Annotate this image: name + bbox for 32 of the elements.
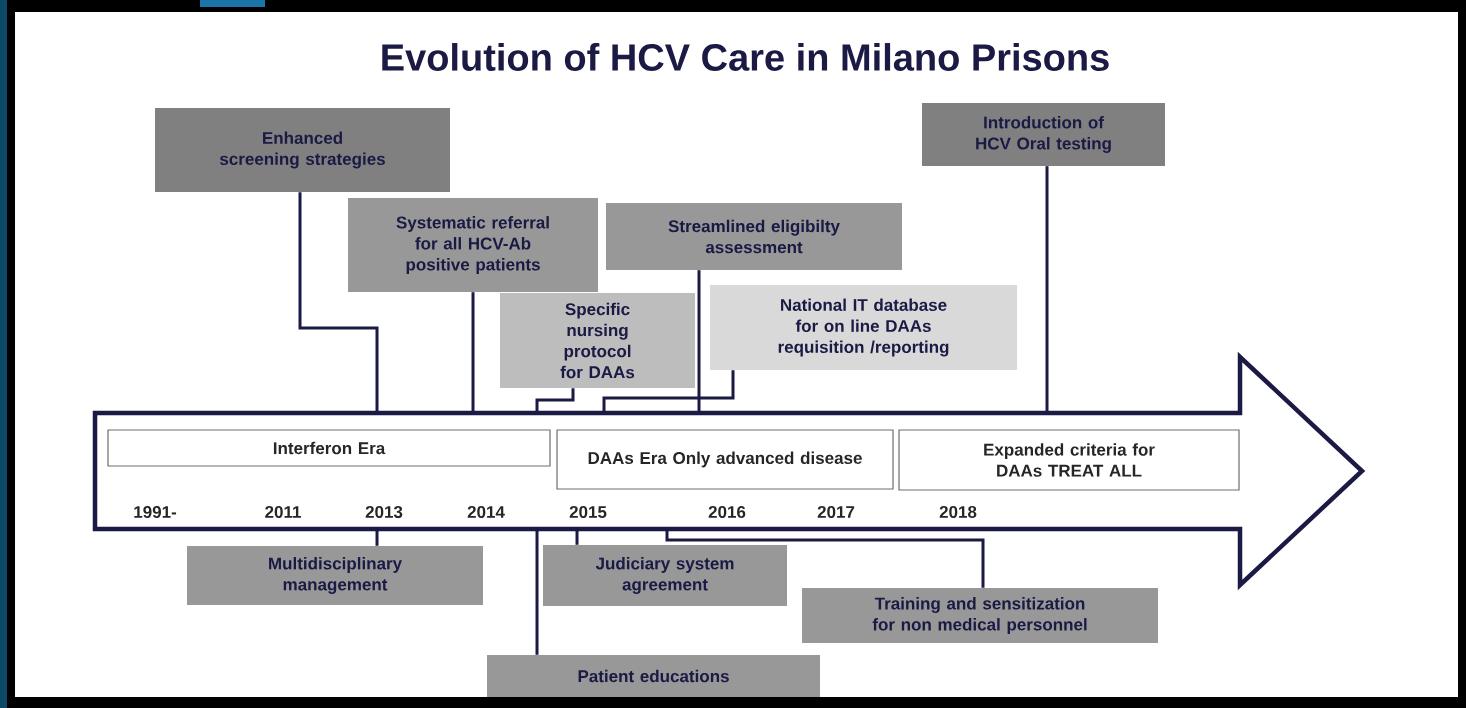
milestone-box: Systematic referral for all HCV-Ab positive patients (348, 198, 598, 292)
connector-line (665, 529, 985, 588)
connector-line (575, 529, 579, 545)
year-label: 1991- (134, 505, 177, 518)
year-label: 2013 (365, 505, 403, 518)
milestone-box: Training and sensitization for non medical personnel (802, 588, 1158, 643)
connector-line (298, 192, 379, 413)
year-label: 2018 (939, 505, 977, 518)
title: Evolution of HCV Care in Milano Prisons (382, 43, 1109, 71)
year-label: 2015 (569, 505, 607, 518)
connector-line (535, 529, 539, 655)
connector-line (602, 370, 735, 413)
year-label: 2016 (708, 505, 746, 518)
milestone-box: Introduction of HCV Oral testing (922, 103, 1165, 166)
milestone-box: Judiciary system agreement (543, 545, 787, 606)
connector-line (1045, 166, 1049, 413)
year-label: 2017 (817, 505, 855, 518)
year-label: 2011 (265, 505, 301, 518)
milestone-box: National IT database for on line DAAs requisition /reporting (710, 285, 1017, 370)
era-box: DAAs Era Only advanced disease (556, 429, 894, 490)
milestone-box: Specific nursing protocol for DAAs (500, 293, 695, 388)
year-label: 2014 (467, 505, 505, 518)
era-box: Interferon Era (107, 429, 551, 467)
connector-line (375, 529, 379, 546)
era-box: Expanded criteria for DAAs TREAT ALL (898, 429, 1240, 491)
milestone-box: Streamlined eligibilty assessment (606, 203, 902, 270)
connector-line (535, 388, 575, 413)
milestone-box: Multidisciplinary management (187, 546, 483, 605)
milestone-box: Enhanced screening strategies (155, 108, 450, 192)
connector-line (471, 292, 475, 413)
connector-line (697, 270, 701, 413)
milestone-box: Patient educations (487, 655, 820, 697)
